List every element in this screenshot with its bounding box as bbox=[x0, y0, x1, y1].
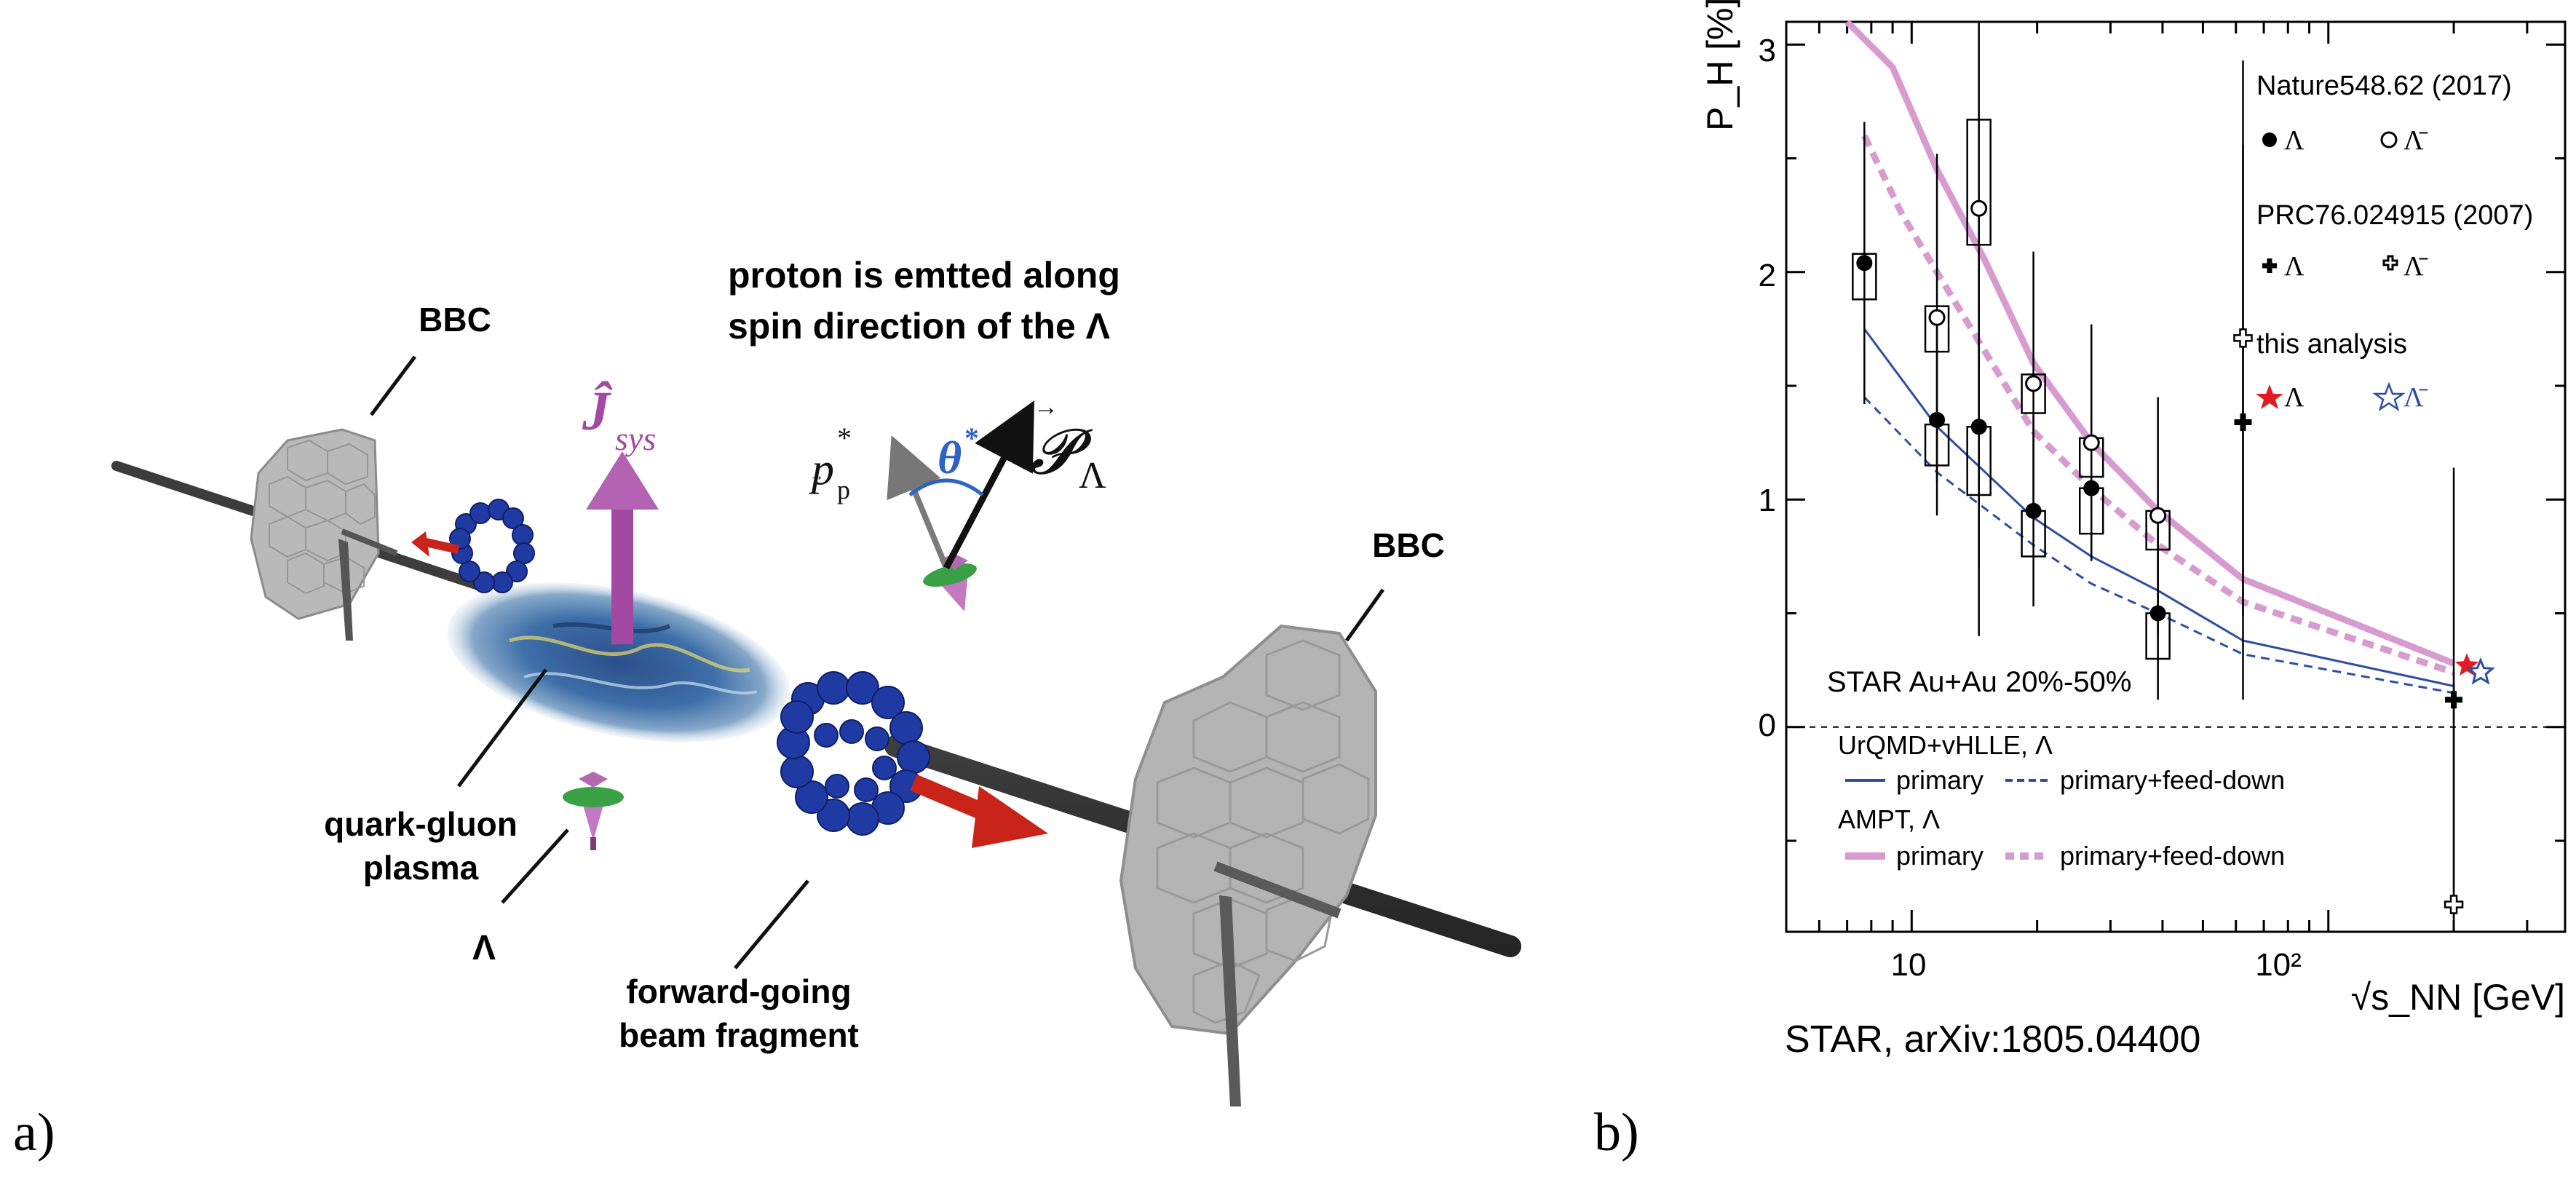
header-line-1: proton is emtted along bbox=[728, 255, 1120, 296]
theta-label: θ * bbox=[938, 421, 979, 483]
y-tick-labels: 3 2 1 0 bbox=[1759, 33, 1776, 743]
legend-analysis-header: this analysis bbox=[2256, 329, 2407, 360]
marker-prc-lambda bbox=[2234, 413, 2252, 431]
panel-b-chart: P_H [%] √s_NN [GeV] 3 2 1 0 10 10² STAR … bbox=[1594, 0, 2567, 1163]
marker-nature-lambda bbox=[2149, 605, 2166, 622]
qgp-label-line-2: plasma bbox=[363, 849, 479, 887]
legend-urqmd-primary: primary bbox=[1896, 765, 1983, 795]
panel-a-label: a) bbox=[13, 1103, 55, 1163]
marker-nature-antilambda bbox=[1928, 309, 1946, 326]
marker-analysis-lambda bbox=[2454, 653, 2479, 676]
bbc-right-label: BBC bbox=[1372, 526, 1445, 564]
legend-analysis-antilambda: Λ̄ bbox=[2403, 382, 2428, 413]
legend-analysis-lambda: Λ bbox=[2284, 382, 2304, 413]
y-tick-label: 3 bbox=[1759, 33, 1776, 68]
axis-ticks bbox=[1785, 22, 2565, 932]
marker-prc-antilambda bbox=[2233, 328, 2253, 348]
legend-filled-cross-marker bbox=[2262, 258, 2277, 273]
marker-prc-antilambda bbox=[2444, 895, 2464, 914]
marker-nature-lambda bbox=[1929, 411, 1946, 428]
pp-symbol: p bbox=[809, 445, 834, 494]
error-bars bbox=[1863, 22, 2455, 932]
legend-open-star-marker bbox=[2372, 381, 2406, 411]
spin-top-polarized-icon bbox=[923, 553, 977, 611]
marker-nature-antilambda bbox=[2149, 507, 2167, 524]
panel-a-illustration: proton is emtted along spin direction of… bbox=[13, 255, 1521, 1163]
legend-filled-star-marker bbox=[2256, 384, 2283, 409]
plot-frame bbox=[1785, 20, 2567, 933]
proton-momentum-arrow bbox=[887, 435, 949, 569]
qgp-label-line-1: quark-gluon bbox=[324, 805, 518, 843]
y-tick-label: 2 bbox=[1759, 258, 1776, 293]
legend-urqmd-header: UrQMD+vHLLE, Λ bbox=[1838, 730, 2053, 760]
polarization-label: → 𝓟 Λ bbox=[1030, 394, 1106, 496]
marker-nature-antilambda bbox=[2025, 375, 2042, 392]
legend-ampt-feeddown: primary+feed-down bbox=[2060, 841, 2285, 871]
red-beam-arrow-right bbox=[910, 774, 1048, 848]
marker-nature-lambda bbox=[2083, 480, 2100, 496]
marker-analysis-antilambda bbox=[2466, 657, 2495, 685]
lambda-spinning-top-icon bbox=[563, 772, 624, 850]
data-markers bbox=[1856, 199, 2495, 914]
y-axis-label: P_H [%] bbox=[1700, 0, 1740, 131]
header-line-2: spin direction of the Λ bbox=[728, 306, 1111, 347]
jsys-label: Ĵ sys bbox=[582, 381, 656, 457]
theta-angle-arc bbox=[908, 478, 984, 496]
y-axis-title: P_H [%] bbox=[1700, 0, 1740, 131]
lambda-label: Λ bbox=[472, 929, 496, 967]
legend-nature-lambda: Λ bbox=[2284, 125, 2304, 156]
legend-models: UrQMD+vHLLE, Λ primary primary+feed-down… bbox=[1838, 730, 2285, 871]
marker-nature-lambda bbox=[1970, 419, 1987, 435]
leader-lines bbox=[370, 355, 1385, 970]
marker-nature-antilambda bbox=[1970, 199, 1988, 217]
bbc-left-label: BBC bbox=[419, 301, 491, 338]
svg-text:→: → bbox=[1034, 394, 1058, 421]
bbc-detector-left bbox=[250, 428, 398, 641]
legend-open-circle-marker bbox=[2380, 131, 2398, 149]
bbc-detector-right bbox=[1119, 624, 1377, 1106]
marker-nature-lambda bbox=[2025, 502, 2042, 519]
jsys-symbol: Ĵ bbox=[582, 381, 613, 442]
beam-fragment-left bbox=[449, 499, 535, 593]
legend-experiments: Nature548.62 (2017) Λ Λ̄ PRC76.024915 (2… bbox=[2256, 71, 2533, 413]
jsys-subscript: sys bbox=[615, 420, 656, 457]
polarization-subscript: Λ bbox=[1079, 455, 1106, 496]
fragment-label-line-1: forward-going bbox=[626, 973, 851, 1010]
marker-nature-antilambda bbox=[2082, 434, 2100, 451]
pp-superscript: * bbox=[837, 421, 852, 454]
red-beam-arrow-left bbox=[411, 531, 460, 557]
legend-urqmd-feeddown: primary+feed-down bbox=[2060, 765, 2285, 795]
fragment-label-line-2: beam fragment bbox=[619, 1016, 859, 1054]
citation: STAR, arXiv:1805.04400 bbox=[1785, 1018, 2200, 1061]
x-tick-labels: 10 10² bbox=[1891, 947, 2302, 983]
x-tick-label: 10² bbox=[2255, 947, 2302, 983]
legend-open-cross-marker bbox=[2382, 255, 2398, 271]
x-tick-label: 10 bbox=[1891, 947, 1927, 983]
pp-label: → p p * bbox=[809, 421, 852, 504]
beam-fragment-right bbox=[777, 671, 930, 836]
legend-ampt-primary: primary bbox=[1896, 841, 1983, 871]
legend-prc-header: PRC76.024915 (2007) bbox=[2256, 200, 2533, 231]
theta-symbol: θ bbox=[938, 432, 962, 483]
panel-b-label: b) bbox=[1594, 1103, 1639, 1163]
x-axis-title: √s_NN [GeV] bbox=[2351, 977, 2565, 1018]
marker-nature-lambda bbox=[1856, 255, 1873, 272]
y-tick-label: 0 bbox=[1759, 708, 1776, 743]
svg-text:→: → bbox=[809, 468, 824, 484]
legend-prc-antilambda: Λ̄ bbox=[2403, 251, 2428, 282]
legend-ampt-header: AMPT, Λ bbox=[1838, 804, 1940, 834]
legend-filled-circle-marker bbox=[2262, 132, 2277, 147]
legend-nature-header: Nature548.62 (2017) bbox=[2256, 71, 2512, 101]
pp-subscript: p bbox=[837, 475, 850, 504]
marker-prc-lambda bbox=[2445, 691, 2463, 709]
legend-nature-antilambda: Λ̄ bbox=[2403, 125, 2428, 156]
legend-prc-lambda: Λ bbox=[2284, 251, 2304, 282]
theta-superscript: * bbox=[964, 421, 979, 454]
jsys-spin-arrow bbox=[586, 451, 659, 644]
chart-annotation: STAR Au+Au 20%-50% bbox=[1827, 666, 2131, 698]
lambda-polarization-arrow bbox=[943, 400, 1034, 570]
y-tick-label: 1 bbox=[1759, 483, 1776, 518]
